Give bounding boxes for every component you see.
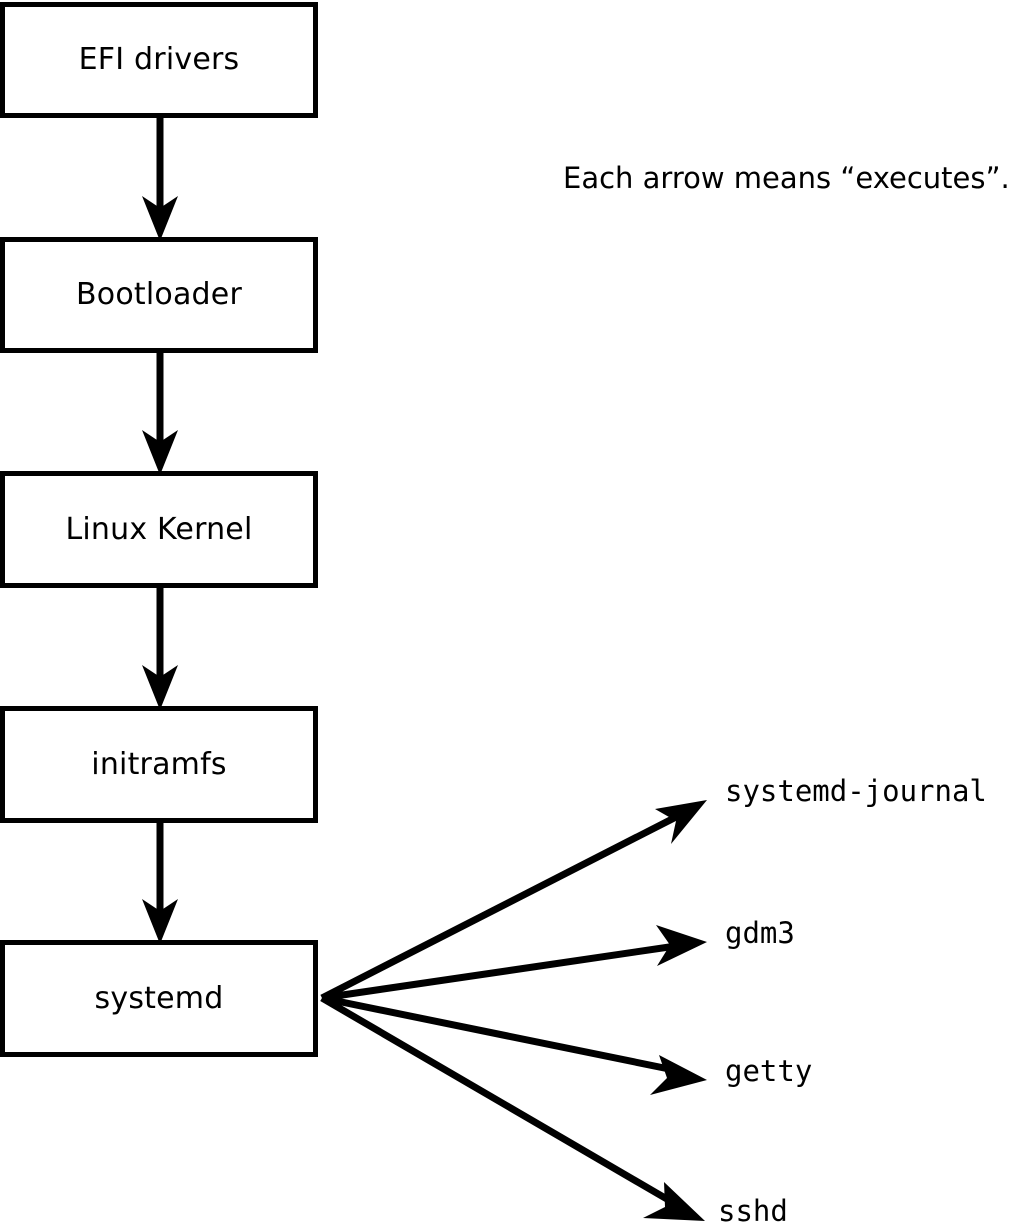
process-box-label: Bootloader (76, 277, 242, 312)
process-box-label: initramfs (91, 746, 227, 782)
leaf-label-sshd[interactable]: sshd (718, 1194, 788, 1228)
arrow-systemd-to-sshd (320, 994, 705, 1221)
process-box-bootloader[interactable]: Bootloader (0, 237, 318, 353)
leaf-label-gdm3[interactable]: gdm3 (725, 916, 795, 950)
process-box-label: Linux Kernel (65, 511, 253, 547)
arrow-efi-drivers-to-bootloader (142, 114, 178, 241)
arrow-systemd-to-systemd-journal (320, 800, 707, 1002)
arrow-linux-kernel-to-initramfs (142, 584, 178, 710)
arrow-bootloader-to-linux-kernel (142, 349, 178, 475)
arrow-systemd-to-getty (321, 994, 707, 1095)
arrow-initramfs-to-systemd (142, 819, 178, 944)
process-box-efi-drivers[interactable]: EFI drivers (0, 2, 318, 118)
diagram-caption: Each arrow means “executes”. (563, 161, 1010, 195)
process-box-label: systemd (94, 980, 224, 1016)
leaf-label-getty[interactable]: getty (725, 1054, 813, 1088)
process-box-label: EFI drivers (78, 42, 240, 77)
process-box-systemd[interactable]: systemd (0, 940, 318, 1057)
leaf-label-systemd-journal[interactable]: systemd-journal (725, 774, 987, 808)
process-box-linux-kernel[interactable]: Linux Kernel (0, 471, 318, 588)
process-box-initramfs[interactable]: initramfs (0, 706, 318, 823)
arrow-systemd-to-gdm3 (321, 925, 707, 1002)
